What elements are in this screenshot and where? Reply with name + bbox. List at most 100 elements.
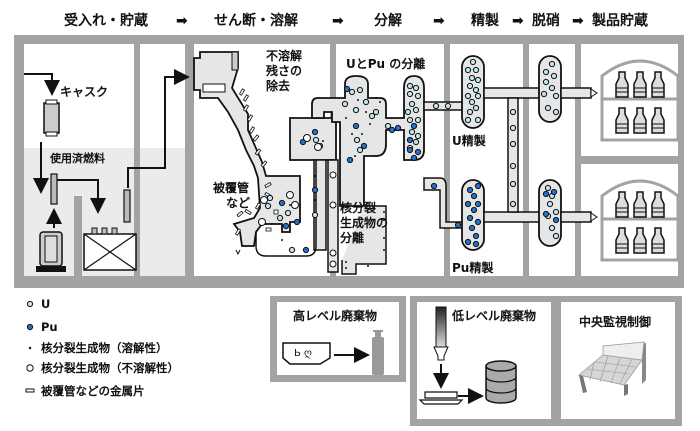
insoluble-fp-particle [260,196,268,204]
uranium-particle [356,86,364,94]
uranium-dot-icon [26,300,34,308]
uranium-particle [469,58,477,66]
soluble-fp-particle [314,199,316,201]
uranium-particle [552,208,560,216]
glass-canister-icon [372,330,384,375]
storage-rack-icon [83,227,137,271]
stage-denitration: 脱硝 [532,12,560,29]
insoluble-fp-particle [314,143,322,151]
metal-fragment [246,114,254,122]
soluble-fp-particle [367,265,369,267]
pu-out-pipe [483,211,542,223]
plutonium-particle [410,122,418,130]
uranium-particle [276,214,284,222]
soluble-fp-dot-icon [28,346,32,350]
insoluble-fp-particle [329,171,337,179]
uranium-particle [464,116,472,124]
insoluble-fp-particle [258,218,266,226]
u-out-pipe [483,87,542,99]
vitrification-melter-icon [282,342,331,365]
uranium-particle [509,140,517,148]
high-level-waste-label: 高レベル廃棄物 [293,308,377,323]
product-bottle-icon [651,107,665,134]
u-pu-separation-label: UとPu の分離 [346,56,425,71]
uranium-particle [352,106,360,114]
stage-arrow-1: ➡ [176,13,188,29]
plutonium-particle [466,214,474,222]
product-bottle-icon [615,71,629,98]
fp-separation-label-2: 生成物の [340,215,388,230]
uranium-particle [408,100,416,108]
metal-fragment-icon [25,388,35,393]
plutonium-particle [282,222,290,230]
plutonium-particle [293,218,301,226]
metal-fragment [244,208,252,216]
separation-equipment: 核分裂 生成物の 分離 UとPu の分離 [255,56,425,275]
plutonium-particle [542,210,550,218]
plutonium-particle [346,156,354,164]
soluble-fp-particle [383,219,385,221]
product-bottle-icon [633,107,647,134]
mox-product-vault [600,179,680,262]
metal-fragment [252,134,260,142]
plutonium-particle [472,240,480,248]
mixing-pipe [507,97,519,213]
uranium-particle [466,108,474,116]
uranium-particle [408,128,416,136]
stage-separation: 分解 [374,12,402,29]
cask-in-arrow [24,73,60,96]
cladding-label-1: 被覆管 [213,180,249,195]
legend: U Pu 核分裂生成物（溶解性） 核分裂生成物（不溶解性） 被覆管などの金属片 [25,297,179,398]
soluble-fp-particle [361,133,363,135]
mox-product-out-icon [590,212,598,222]
metal-fragment [254,202,262,210]
uranium-particle [544,184,552,192]
stage-purification: 精製 [471,12,499,29]
unloading-machine-icon [36,231,66,272]
plutonium-particle [343,85,351,93]
stage-receiving-storage: 受入れ・貯蔵 [64,12,148,29]
uranium-particle [540,90,548,98]
soluble-fp-particle [383,249,385,251]
soluble-fp-particle [345,261,347,263]
u-product-out-icon [590,88,598,98]
stage-product-storage: 製品貯蔵 [591,12,648,29]
uranium-particle [406,82,414,90]
legend-label-pu: Pu [41,320,58,334]
soluble-fp-particle [281,239,283,241]
plutonium-particle [472,232,480,240]
uranium-particle [474,92,482,100]
product-bottle-icon [615,227,629,254]
soluble-fp-particle [357,99,359,101]
soluble-fp-particle [383,211,385,213]
fp-separation-label-3: 分離 [340,230,364,245]
plutonium-particle [430,182,438,190]
compactor-icon [424,391,458,399]
insoluble-fp-particle [329,249,337,257]
uranium-particle [406,116,414,124]
uranium-particle [474,76,482,84]
stage-arrow-4: ➡ [512,13,524,29]
stage-header: 受入れ・貯蔵 ➡ せん断・溶解 ➡ 分解 ➡ 精製 ➡ 脱硝 ➡ 製品貯蔵 [64,12,648,29]
high-level-waste-panel: 高レベル廃棄物 Ь ღ [270,296,406,382]
uranium-particle [384,122,392,130]
insoluble-fp-particle [329,201,337,209]
u-purification-column [461,55,485,129]
central-control-label: 中央監視制御 [579,314,651,329]
plutonium-particle [468,224,476,232]
plutonium-particle [454,221,462,229]
insoluble-fp-particle [329,260,337,268]
insoluble-fp-particle [291,201,299,209]
fuel-assembly-icon [50,173,58,205]
waste-drum-icon [485,360,517,404]
soluble-fp-particle [375,97,377,99]
uranium-particle [406,90,414,98]
soluble-fp-particle [369,123,371,125]
uranium-particle [414,116,422,124]
plutonium-particle [474,218,482,226]
metal-fragment [273,209,279,215]
plutonium-particle [470,206,478,214]
metal-fragment [242,104,250,112]
stage-arrow-3: ➡ [433,13,445,29]
uranium-particle [311,211,319,219]
